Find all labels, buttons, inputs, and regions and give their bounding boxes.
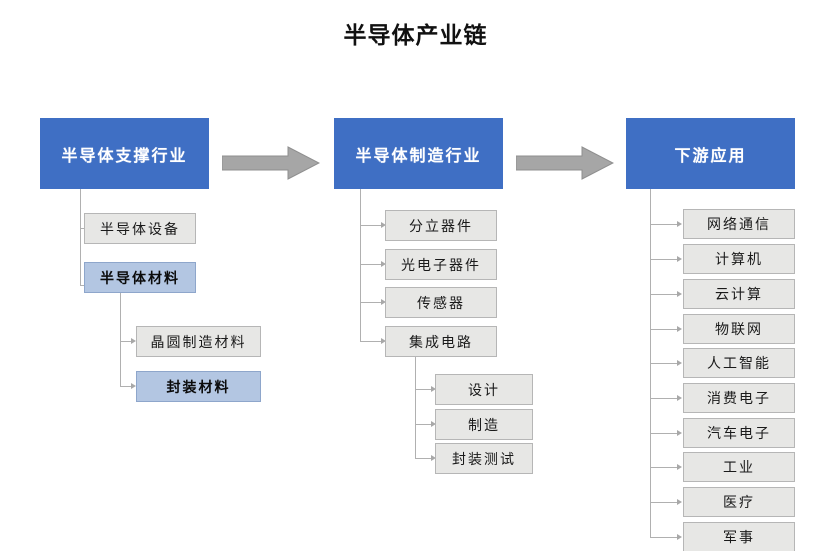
node-optoelectronic-devices[interactable]: 光电子器件 [385, 249, 497, 280]
arrow-tip-ds-8 [677, 499, 682, 505]
stage-box-manufacturing[interactable]: 半导体制造行业 [334, 118, 503, 189]
node-semiconductor-materials[interactable]: 半导体材料 [84, 262, 196, 293]
ds-hline-7 [650, 467, 677, 468]
node-label: 人工智能 [707, 357, 771, 372]
node-label: 物联网 [715, 323, 763, 338]
materials-hline-wafer [120, 341, 131, 342]
node-label: 半导体设备 [100, 222, 180, 238]
arrow-tip-ds-3 [677, 326, 682, 332]
node-automotive-electronics[interactable]: 汽车电子 [683, 418, 795, 448]
ic-hline-fab [415, 424, 431, 425]
ic-hline-packaging-test [415, 458, 431, 459]
arrow-tip-ds-0 [677, 221, 682, 227]
arrow-tip-design [431, 386, 436, 392]
node-label: 封装材料 [166, 380, 231, 396]
arrow-tip-ic [381, 338, 386, 344]
ds-hline-4 [650, 363, 677, 364]
stage-label-manufacturing: 半导体制造行业 [355, 147, 482, 165]
stage-label-downstream: 下游应用 [674, 147, 747, 165]
node-label: 集成电路 [409, 335, 473, 351]
node-label: 传感器 [417, 296, 465, 312]
node-network-communication[interactable]: 网络通信 [683, 209, 795, 239]
arrow-tip-optoelectronic [381, 261, 386, 267]
mfg-hline-sensor [360, 302, 381, 303]
node-computer[interactable]: 计算机 [683, 244, 795, 274]
ds-hline-9 [650, 537, 677, 538]
ds-hline-5 [650, 398, 677, 399]
arrow-tip-ds-7 [677, 464, 682, 470]
arrow-tip-ds-9 [677, 534, 682, 540]
node-ic-design[interactable]: 设计 [435, 374, 533, 405]
block-arrow-right-icon-2 [515, 146, 615, 180]
node-cloud-computing[interactable]: 云计算 [683, 279, 795, 309]
node-label: 设计 [468, 383, 500, 399]
node-packaging-materials[interactable]: 封装材料 [136, 371, 261, 402]
connector-trunk-manufacturing [360, 189, 361, 341]
node-discrete-devices[interactable]: 分立器件 [385, 210, 497, 241]
arrow-tip-fab [431, 421, 436, 427]
node-label: 网络通信 [707, 218, 771, 233]
node-label: 计算机 [715, 253, 763, 268]
mfg-hline-discrete [360, 225, 381, 226]
node-wafer-manufacturing-materials[interactable]: 晶圆制造材料 [136, 326, 261, 357]
node-semiconductor-equipment[interactable]: 半导体设备 [84, 213, 196, 244]
ds-hline-3 [650, 329, 677, 330]
node-label: 晶圆制造材料 [150, 335, 247, 351]
stage-box-support[interactable]: 半导体支撑行业 [40, 118, 209, 189]
arrow-tip-discrete [381, 222, 386, 228]
node-military[interactable]: 军事 [683, 522, 795, 551]
ds-hline-8 [650, 502, 677, 503]
node-label: 分立器件 [409, 219, 473, 235]
node-label: 封装测试 [452, 452, 516, 468]
arrow-tip-ds-6 [677, 430, 682, 436]
connector-trunk-ic [415, 357, 416, 458]
stage-box-downstream[interactable]: 下游应用 [626, 118, 795, 189]
node-integrated-circuits[interactable]: 集成电路 [385, 326, 497, 357]
arrow-tip-ds-1 [677, 256, 682, 262]
arrow-tip-packaging-materials [131, 383, 136, 389]
node-ic-packaging-testing[interactable]: 封装测试 [435, 443, 533, 474]
ds-hline-0 [650, 224, 677, 225]
connector-trunk-materials [120, 293, 121, 386]
ds-hline-2 [650, 294, 677, 295]
stage-label-support: 半导体支撑行业 [61, 147, 188, 165]
mfg-hline-optoelectronic [360, 264, 381, 265]
mfg-hline-ic [360, 341, 381, 342]
node-label: 光电子器件 [401, 258, 481, 274]
arrow-tip-ds-5 [677, 395, 682, 401]
ds-hline-6 [650, 433, 677, 434]
node-iot[interactable]: 物联网 [683, 314, 795, 344]
block-arrow-right-icon-1 [221, 146, 321, 180]
ds-hline-1 [650, 259, 677, 260]
node-consumer-electronics[interactable]: 消费电子 [683, 383, 795, 413]
arrow-tip-sensor [381, 299, 386, 305]
page-title: 半导体产业链 [343, 23, 488, 48]
arrow-tip-packaging-test [431, 455, 436, 461]
materials-hline-packaging [120, 386, 131, 387]
node-label: 工业 [723, 461, 755, 476]
node-sensors[interactable]: 传感器 [385, 287, 497, 318]
node-label: 军事 [723, 531, 755, 546]
node-ic-manufacturing[interactable]: 制造 [435, 409, 533, 440]
node-label: 消费电子 [707, 392, 771, 407]
arrow-tip-ds-2 [677, 291, 682, 297]
arrow-tip-wafer-materials [131, 338, 136, 344]
node-label: 制造 [468, 418, 500, 434]
node-artificial-intelligence[interactable]: 人工智能 [683, 348, 795, 378]
node-label: 半导体材料 [100, 271, 180, 287]
node-medical[interactable]: 医疗 [683, 487, 795, 517]
node-label: 云计算 [715, 288, 763, 303]
node-label: 汽车电子 [707, 427, 771, 442]
connector-trunk-support [80, 189, 81, 285]
node-label: 医疗 [723, 496, 755, 511]
arrow-tip-ds-4 [677, 360, 682, 366]
node-industrial[interactable]: 工业 [683, 452, 795, 482]
ic-hline-design [415, 389, 431, 390]
